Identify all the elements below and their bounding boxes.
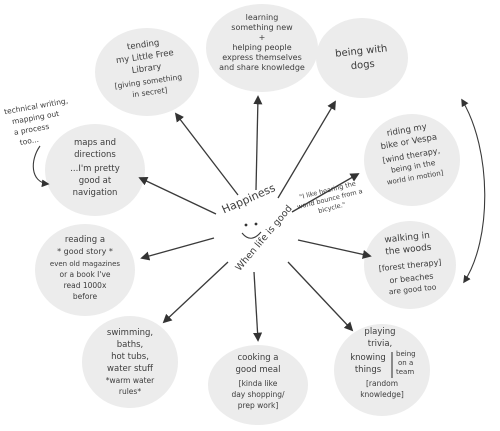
bubble-trivia-shape bbox=[334, 324, 430, 416]
reading-line-5: read 1000x bbox=[64, 281, 107, 290]
bubble-text-woods: walking in the woods [forest therapy] or… bbox=[378, 231, 442, 297]
trivia-line-4: things bbox=[355, 365, 382, 375]
bubble-text-maps: maps and directions ...I'm pretty good a… bbox=[70, 138, 120, 198]
center-bottom-phrase: When life is good bbox=[233, 203, 294, 273]
bubble-text-dogs: being with dogs bbox=[335, 43, 388, 72]
maps-line-1: maps and bbox=[74, 138, 116, 148]
swimming-line-5: *warm water bbox=[106, 376, 155, 385]
spoke-trivia bbox=[287, 261, 354, 332]
trivia-line-3: knowing bbox=[350, 353, 386, 363]
bubble-text-learning: learning something new + helping people … bbox=[219, 13, 305, 72]
swimming-line-2: baths, bbox=[117, 340, 143, 350]
dogs-line-2: dogs bbox=[350, 59, 375, 72]
bubble-learning-shape bbox=[206, 4, 318, 92]
trivia-aside-line-1: being bbox=[396, 350, 416, 358]
bubble-swimming-shape bbox=[82, 316, 178, 408]
center-top-word: Happiness bbox=[220, 181, 278, 216]
reading-line-6: before bbox=[73, 292, 98, 301]
bubble-dogs-shape bbox=[316, 18, 408, 98]
maps-line-3: ...I'm pretty bbox=[70, 164, 120, 174]
spoke-learning bbox=[253, 95, 263, 191]
trivia-aside-line-3: team bbox=[396, 368, 414, 376]
bubble-woods-shape bbox=[364, 221, 456, 309]
reading-line-3: even old magazines bbox=[50, 260, 121, 268]
swimming-line-3: hot tubs, bbox=[111, 352, 149, 362]
reading-line-1: reading a bbox=[65, 235, 105, 245]
bubble-backgrounds bbox=[35, 4, 460, 425]
bubble-text-cooking: cooking a good meal [kinda like day shop… bbox=[231, 353, 285, 410]
spoke-maps bbox=[138, 177, 217, 215]
learning-line-6: and share knowledge bbox=[219, 63, 305, 72]
spoke-swimming bbox=[162, 261, 229, 324]
tech-writing-arrow bbox=[32, 145, 50, 188]
learning-line-5: express themselves bbox=[222, 53, 302, 62]
trivia-line-6: knowledge] bbox=[360, 390, 404, 399]
trivia-line-2: trivia, bbox=[368, 339, 393, 349]
annotation-wind-quote: "I like hearing the world bounce from a … bbox=[296, 179, 363, 215]
woods-line-2: the woods bbox=[385, 243, 433, 258]
learning-line-2: something new bbox=[231, 23, 293, 32]
spokes bbox=[138, 95, 372, 342]
learning-line-4: helping people bbox=[232, 43, 291, 52]
bubble-text-trivia: playing trivia, knowing things [random k… bbox=[350, 327, 415, 399]
cooking-line-2: good meal bbox=[236, 365, 281, 375]
trivia-aside-line-2: on a bbox=[398, 359, 413, 367]
reading-line-2: * good story * bbox=[57, 247, 113, 256]
spoke-dogs bbox=[277, 100, 336, 199]
bubble-cooking-shape bbox=[208, 345, 308, 425]
bubble-reading-shape bbox=[35, 224, 135, 316]
spoke-library bbox=[174, 112, 239, 196]
cooking-line-1: cooking a bbox=[237, 353, 278, 363]
learning-line-1: learning bbox=[246, 13, 279, 22]
spoke-bike bbox=[291, 173, 360, 213]
maps-line-2: directions bbox=[74, 150, 116, 160]
dogs-line-1: being with bbox=[335, 43, 388, 59]
reading-line-4: or a book I've bbox=[59, 270, 110, 279]
maps-line-4: good at bbox=[79, 176, 112, 186]
library-line-3: Library bbox=[131, 62, 162, 76]
spoke-reading bbox=[140, 237, 215, 261]
cooking-line-3: [kinda like bbox=[239, 379, 278, 388]
trivia-line-5: [random bbox=[366, 379, 398, 388]
bubble-library-shape bbox=[95, 28, 199, 116]
bubble-maps-shape bbox=[45, 124, 145, 216]
library-line-1: tending bbox=[126, 38, 160, 52]
learning-line-3: + bbox=[259, 33, 266, 42]
tech-writing-line-4: too... bbox=[19, 135, 39, 147]
spoke-cooking bbox=[253, 271, 263, 342]
woods-line-1: walking in bbox=[384, 231, 430, 246]
trivia-line-1: playing bbox=[364, 327, 395, 337]
bike-woods-connector bbox=[461, 98, 486, 284]
center-hub: Happiness When life is good bbox=[220, 181, 295, 273]
bubble-bike-shape bbox=[364, 114, 460, 206]
spoke-woods bbox=[297, 239, 372, 259]
swimming-line-1: swimming, bbox=[107, 328, 153, 338]
swimming-line-6: rules* bbox=[119, 387, 141, 396]
cooking-line-5: prep work] bbox=[238, 401, 279, 410]
bubble-text-swimming: swimming, baths, hot tubs, water stuff *… bbox=[106, 328, 155, 396]
swimming-line-4: water stuff bbox=[107, 364, 154, 374]
cooking-line-4: day shopping/ bbox=[231, 390, 285, 399]
smiley-face-icon bbox=[241, 222, 262, 239]
bubble-text-reading: reading a * good story * even old magazi… bbox=[50, 235, 121, 301]
maps-line-5: navigation bbox=[73, 188, 118, 198]
